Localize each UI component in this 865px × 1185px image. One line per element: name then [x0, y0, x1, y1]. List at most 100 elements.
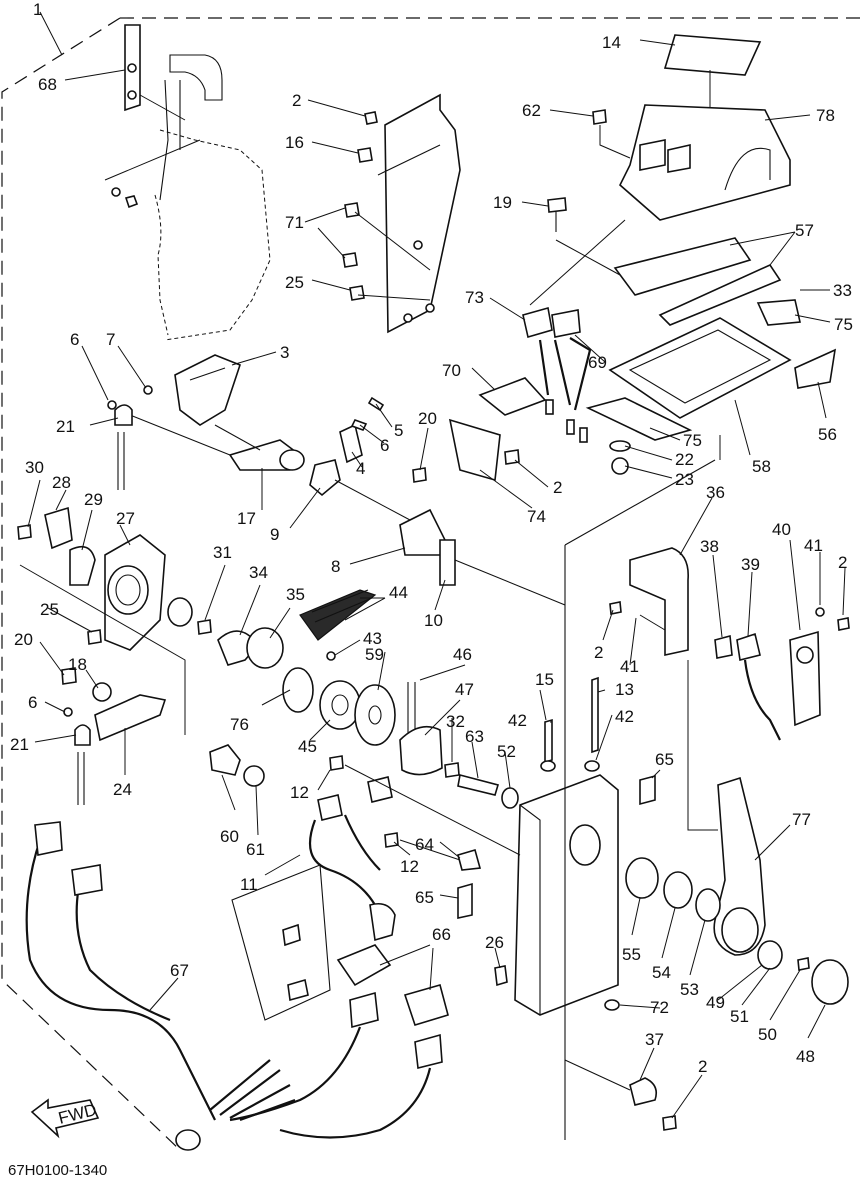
callout-10: 10: [424, 611, 443, 630]
callout-1: 1: [33, 0, 42, 19]
cable-joint: [209, 744, 265, 787]
callout-54: 54: [652, 963, 671, 982]
callout-60: 60: [220, 827, 239, 846]
control-lever: [609, 547, 850, 741]
pin-21: [107, 385, 153, 490]
callout-59: 59: [365, 645, 384, 664]
callout-20b: 20: [14, 630, 33, 649]
callout-50: 50: [758, 1025, 777, 1044]
callout-32: 32: [446, 712, 465, 731]
gasket-plates: [585, 237, 837, 475]
side-plate: [342, 93, 461, 334]
bracket-8: [399, 508, 566, 606]
callout-62: 62: [522, 101, 541, 120]
callout-13: 13: [615, 680, 634, 699]
callout-40: 40: [772, 520, 791, 539]
callout-58: 58: [752, 457, 771, 476]
callout-68: 68: [38, 75, 57, 94]
detent-parts: [197, 589, 377, 669]
callout-2c: 2: [838, 553, 847, 572]
callout-15: 15: [535, 670, 554, 689]
switch-assembly: [522, 197, 626, 443]
callout-35: 35: [286, 585, 305, 604]
callout-33: 33: [833, 281, 852, 300]
callout-46: 46: [453, 645, 472, 664]
callout-12: 12: [290, 783, 309, 802]
callout-43: 43: [363, 629, 382, 648]
clamp-37: [564, 1059, 677, 1131]
callout-8: 8: [331, 557, 340, 576]
callout-78: 78: [816, 106, 835, 125]
callout-66: 66: [432, 925, 451, 944]
callout-4: 4: [356, 459, 365, 478]
callout-47: 47: [455, 680, 474, 699]
callout-labels: 1 68 2 16 71 25 14 62 78 19 57 33 75 73 …: [10, 0, 853, 1076]
callout-41b: 41: [620, 657, 639, 676]
callout-69: 69: [588, 353, 607, 372]
fwd-label: FWD: [56, 1100, 98, 1128]
callout-28: 28: [52, 473, 71, 492]
callout-72: 72: [650, 998, 669, 1017]
callout-56: 56: [818, 425, 837, 444]
callout-70: 70: [442, 361, 461, 380]
callout-44: 44: [389, 583, 408, 602]
top-cover: [592, 34, 811, 221]
base-plate-27: [17, 506, 193, 651]
callout-73: 73: [465, 288, 484, 307]
fwd-arrow: FWD: [30, 1098, 100, 1139]
callout-23: 23: [675, 470, 694, 489]
callout-3: 3: [280, 343, 289, 362]
callout-25: 25: [285, 273, 304, 292]
callout-75: 75: [834, 315, 853, 334]
callout-24: 24: [113, 780, 132, 799]
callout-71: 71: [285, 213, 304, 232]
callout-55: 55: [622, 945, 641, 964]
callout-75b: 75: [683, 431, 702, 450]
callout-36: 36: [706, 483, 725, 502]
callout-30: 30: [25, 458, 44, 477]
main-housing: [514, 459, 716, 1140]
callout-26: 26: [485, 933, 504, 952]
callout-42: 42: [615, 707, 634, 726]
callout-48: 48: [796, 1047, 815, 1066]
callout-76: 76: [230, 715, 249, 734]
callout-49: 49: [706, 993, 725, 1012]
callout-19: 19: [493, 193, 512, 212]
gear-parts: [282, 667, 443, 776]
callout-67: 67: [170, 961, 189, 980]
callout-42b: 42: [508, 711, 527, 730]
callout-5: 5: [394, 421, 403, 440]
callout-21b: 21: [10, 735, 29, 754]
callout-17: 17: [237, 509, 256, 528]
callout-51: 51: [730, 1007, 749, 1026]
callout-45: 45: [298, 737, 317, 756]
callout-6c: 6: [28, 693, 37, 712]
callout-64: 64: [415, 835, 434, 854]
callout-18: 18: [68, 655, 87, 674]
callout-11: 11: [240, 875, 258, 894]
callout-25b: 25: [40, 600, 59, 619]
shaft-parts: [444, 762, 656, 1011]
callout-2e: 2: [698, 1057, 707, 1076]
lower-left-parts: [19, 564, 186, 805]
callout-34: 34: [249, 563, 268, 582]
leader-lines: [27, 39, 846, 1119]
callout-77: 77: [792, 810, 811, 829]
bracket-68: [104, 24, 201, 209]
collar-screws: [309, 396, 427, 521]
lever-assembly: [129, 354, 305, 471]
callout-6b: 6: [380, 436, 389, 455]
callout-16: 16: [285, 133, 304, 152]
insulator-holder: [448, 377, 547, 482]
assembly-boundary: [1, 11, 860, 1151]
callout-14: 14: [602, 33, 621, 52]
lever-arm-77: [625, 660, 849, 1005]
callout-53: 53: [680, 980, 699, 999]
callout-29: 29: [84, 490, 103, 509]
callout-52: 52: [497, 742, 516, 761]
callout-74: 74: [527, 507, 546, 526]
callout-2: 2: [292, 91, 301, 110]
callout-65: 65: [655, 750, 674, 769]
callout-20: 20: [418, 409, 437, 428]
